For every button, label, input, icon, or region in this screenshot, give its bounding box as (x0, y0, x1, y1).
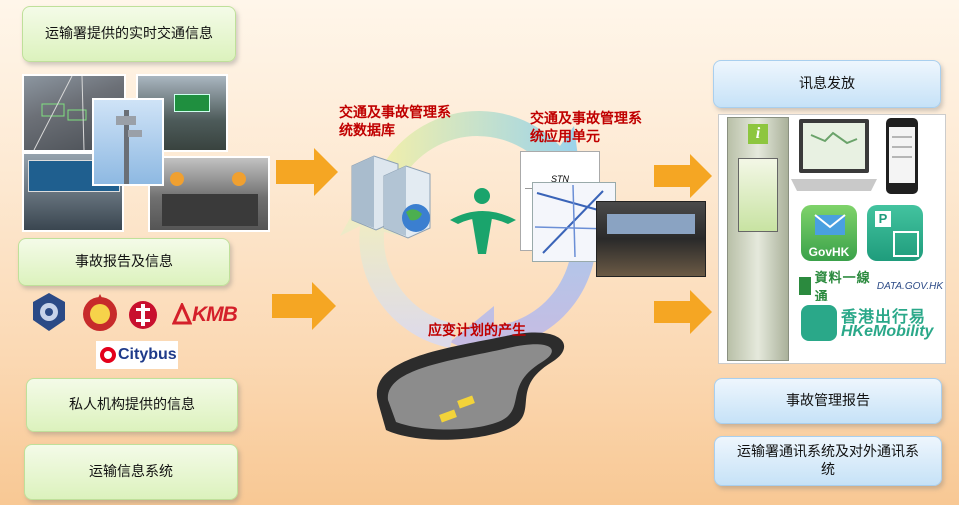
output-arrow-bottom (654, 290, 712, 334)
police-logo (30, 292, 68, 332)
realtime-traffic-info-box: 运输署提供的实时交通信息 (22, 6, 236, 62)
input-arrow-bottom (272, 282, 336, 330)
data-gov-hk-icon (799, 277, 811, 295)
kmb-logo: KMB (172, 301, 250, 329)
smartphone-icon (886, 118, 918, 194)
private-info-label: 私人机构提供的信息 (69, 397, 195, 413)
incident-report-info-box: 事故报告及信息 (18, 238, 230, 286)
citybus-logo: Citybus (96, 341, 178, 369)
data-gov-hk-logo: 資料一線通 DATA.GOV.HK (799, 271, 943, 305)
incident-management-report-label: 事故管理报告 (786, 393, 870, 409)
traffic-photo-collage (22, 74, 270, 232)
database-server-icon (351, 155, 431, 239)
data-gov-hk-cn: 資料一線通 (814, 271, 871, 305)
kiosk-info-sign-icon: i (748, 124, 768, 144)
stn-label: STN (551, 174, 569, 184)
data-gov-hk-en: DATA.GOV.HK (876, 280, 943, 292)
info-dissemination-label: 讯息发放 (799, 76, 855, 92)
citybus-emblem-icon (100, 347, 116, 363)
database-label: 交通及事故管理系统数据库 (339, 105, 451, 139)
realtime-traffic-info-label: 运输署提供的实时交通信息 (45, 26, 213, 42)
transport-department-logo-icon (450, 188, 516, 254)
cycle-arc-right (450, 206, 597, 370)
cycle-arc-top (370, 111, 582, 204)
mtr-logo (128, 300, 158, 330)
communication-system-box: 运输署通讯系统及对外通讯系统 (714, 436, 942, 486)
network-map-graphic (534, 184, 612, 258)
highway-lanes-graphic (33, 76, 87, 150)
info-kiosk: i (727, 117, 789, 361)
hkemobility-logo: 香港出行易 HKeMobility (799, 301, 943, 345)
parking-app-icon: P (867, 205, 923, 261)
kmb-logo-text: KMB (192, 303, 238, 326)
cctv-camera-photo (92, 98, 164, 186)
tunnel-photo (148, 156, 270, 232)
cctv-pole-graphic (116, 110, 142, 184)
private-info-box: 私人机构提供的信息 (26, 378, 238, 432)
output-arrow-top (654, 154, 712, 198)
hkemobility-cn: 香港出行易 (841, 307, 927, 326)
laptop-icon (791, 119, 877, 191)
hkemobility-en: HKeMobility (841, 323, 934, 340)
transport-info-system-box: 运输信息系统 (24, 444, 238, 500)
police-badge-icon (33, 293, 65, 331)
govhk-app-icon: GovHK (801, 205, 857, 261)
incident-management-report-box: 事故管理报告 (714, 378, 942, 424)
communication-system-label: 运输署通讯系统及对外通讯系统 (737, 444, 919, 478)
hkemobility-app-icon (801, 305, 837, 341)
fire-badge-icon (83, 294, 117, 331)
info-dissemination-box: 讯息发放 (713, 60, 941, 108)
govhk-text: GovHK (808, 245, 850, 259)
mtr-icon (129, 301, 157, 329)
incident-report-info-label: 事故报告及信息 (75, 254, 173, 270)
input-arrow-top (276, 148, 338, 196)
kiosk-screen (738, 158, 778, 232)
control-centre-photo (596, 201, 706, 277)
fire-services-logo (80, 292, 120, 334)
road-graphic (376, 332, 565, 440)
devices-panel: i GovHK P 資料一線通 DATA.GOV.HK 香港出行易 (718, 114, 946, 364)
govhk-envelope-icon (814, 214, 846, 235)
contingency-plan-label: 应变计划的产生 (428, 323, 526, 339)
application-unit-label: 交通及事故管理系统应用单元 (530, 111, 642, 145)
transport-info-system-label: 运输信息系统 (89, 464, 173, 480)
kmb-emblem-icon (172, 303, 192, 325)
citybus-logo-text: Citybus (118, 346, 177, 363)
